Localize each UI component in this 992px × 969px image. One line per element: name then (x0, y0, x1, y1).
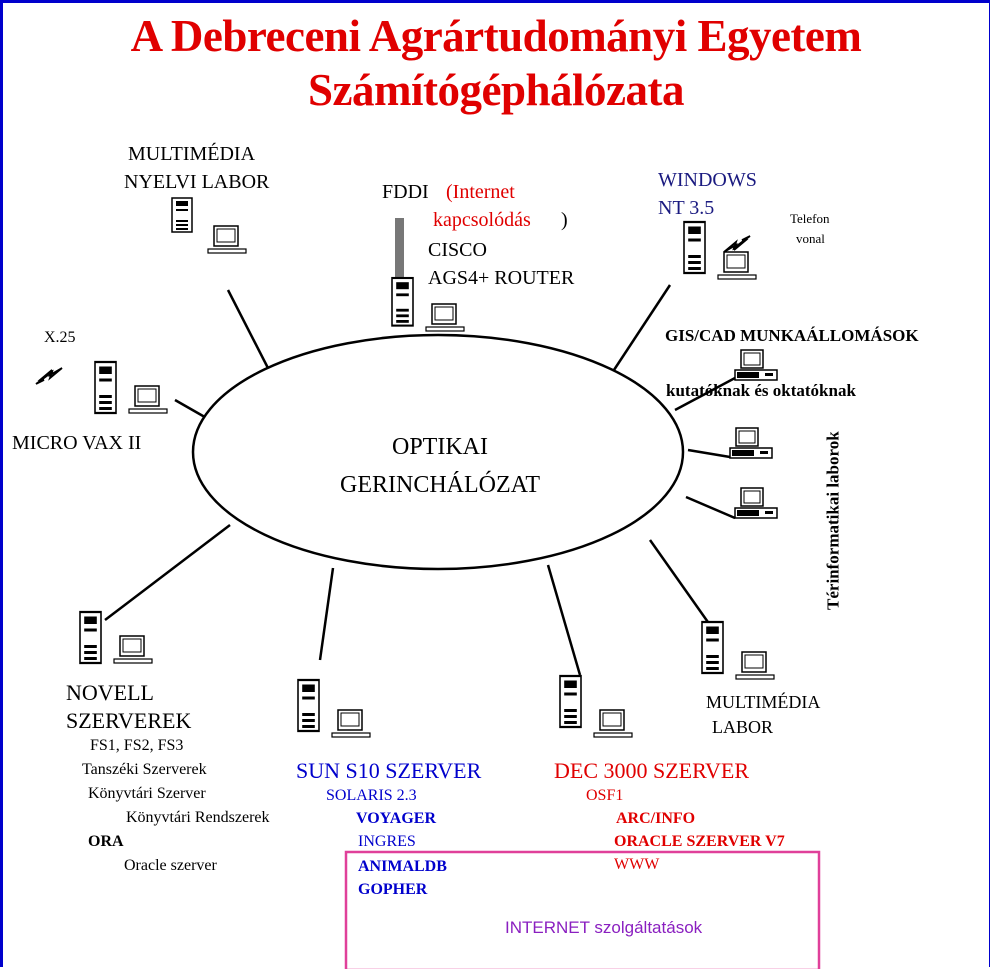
workstation-gis (734, 349, 778, 381)
link-terinf-1 (687, 448, 731, 459)
dec-label: DEC 3000 SZERVER (554, 758, 750, 783)
title-line1: A Debreceni Agrártudományi Egyetem (130, 11, 862, 61)
dec-sub-2: ARC/INFO (616, 810, 696, 827)
windows-nt-label-line1: WINDOWS (658, 169, 757, 191)
workstation-terinf-1 (729, 427, 773, 459)
computer-windows-nt (682, 220, 757, 280)
workstation-terinf-2 (734, 487, 778, 519)
title-line2: Számítógéphálózata (308, 65, 684, 115)
sun-label: SUN S10 SZERVER (296, 758, 482, 783)
internet-label-close: ) (561, 209, 568, 231)
computer-novell (78, 610, 153, 665)
backbone-label-line2: GERINCHÁLÓZAT (340, 472, 540, 498)
computer-sun (296, 678, 371, 738)
sun-sub-1: SOLARIS 2.3 (326, 787, 417, 804)
multimedia-labor-label-line1: MULTIMÉDIA (706, 692, 821, 712)
internet-label-2: kapcsolódás (433, 209, 531, 231)
link-multimedia-nyelvi (226, 289, 272, 373)
computer-microvax (93, 360, 168, 415)
link-gis (674, 376, 736, 412)
sun-sub-3: INGRES (358, 833, 416, 850)
novell-sub-4: Könyvtári Rendszerek (126, 809, 270, 826)
dec-sub-4: WWW (614, 856, 660, 873)
novell-label-line2: SZERVEREK (66, 708, 192, 733)
link-windows-nt (608, 284, 672, 377)
x25-label: X.25 (44, 329, 76, 346)
novell-sub-1: FS1, FS2, FS3 (90, 737, 184, 754)
fddi-label: FDDI (382, 181, 429, 203)
dec-sub-3: ORACLE SZERVER V7 (614, 833, 785, 850)
multimedia-labor-label-line2: LABOR (712, 717, 774, 737)
x25-bolt (35, 367, 63, 385)
phone-line-label-2: vonal (796, 231, 825, 246)
gis-label-line1: GIS/CAD MUNKAÁLLOMÁSOK (665, 326, 919, 345)
phone-line-label-1: Telefon (790, 211, 830, 226)
link-terinf-2 (685, 495, 736, 520)
windows-nt-label-line2: NT 3.5 (658, 197, 715, 219)
novell-sub-3: Könyvtári Szerver (88, 785, 206, 802)
computer-multimedia-nyelvi (171, 197, 247, 254)
link-sun (318, 567, 335, 661)
backbone-label-line1: OPTIKAI (392, 434, 488, 460)
multimedia-nyelvi-label-line2: NYELVI LABOR (124, 171, 270, 193)
microvax-label: MICRO VAX II (12, 432, 142, 454)
novell-label-line1: NOVELL (66, 680, 154, 705)
sun-sub-2: VOYAGER (356, 810, 436, 827)
cisco-label-line2: AGS4+ ROUTER (428, 267, 575, 289)
dec-sub-1: OSF1 (586, 787, 624, 804)
computer-dec (558, 674, 633, 738)
internet-services-label: INTERNET szolgáltatások (505, 918, 703, 937)
sun-sub-4: ANIMALDB (358, 858, 447, 875)
novell-sub-2: Tanszéki Szerverek (82, 761, 207, 778)
network-links (104, 284, 736, 676)
internet-label-1: (Internet (446, 181, 515, 203)
novell-sub-6: Oracle szerver (124, 857, 217, 874)
backbone-ring (191, 333, 685, 571)
sun-sub-5: GOPHER (358, 881, 428, 898)
link-multimedia-labor (648, 539, 712, 626)
gis-label-line2: kutatóknak és oktatóknak (666, 381, 856, 400)
link-novell (104, 524, 231, 621)
internet-services-box (344, 850, 821, 969)
terinformatikai-label: Térinformatikai laborok (823, 431, 843, 610)
fddi-link (395, 218, 404, 284)
phone-line-bolt (723, 235, 751, 253)
link-dec (546, 564, 582, 676)
computer-multimedia-labor (700, 620, 775, 680)
novell-sub-5: ORA (88, 833, 124, 850)
multimedia-nyelvi-label-line1: MULTIMÉDIA (128, 143, 256, 165)
cisco-label-line1: CISCO (428, 239, 487, 261)
